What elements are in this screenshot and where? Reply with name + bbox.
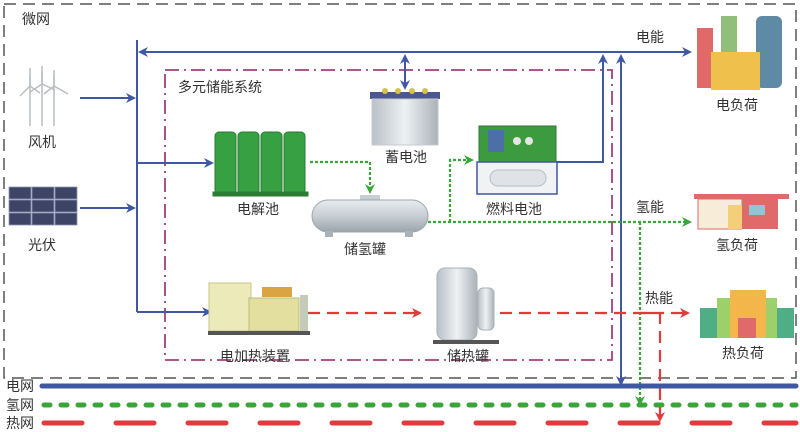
- heat-energy-label: 热能: [645, 291, 673, 307]
- h2-to-fuel-cell-line: [448, 155, 474, 222]
- electrolyzer-icon: [212, 131, 309, 197]
- hydrogen-tank-icon: [311, 195, 429, 237]
- fuel-cell-to-bus-line: [556, 54, 608, 163]
- pv-panel-icon: [8, 186, 78, 226]
- wind-turbine-icon: [19, 66, 69, 126]
- microgrid-boundary: [3, 3, 797, 379]
- pv-label: 光伏: [28, 238, 56, 254]
- heat-storage-tank-icon: [433, 267, 499, 344]
- electric-load-label: 电负荷: [716, 98, 758, 114]
- electrolyzer-label: 电解池: [237, 202, 279, 218]
- electrolyzer-to-h2tank-line: [310, 160, 375, 194]
- battery-label: 蓄电池: [385, 150, 427, 166]
- hydrogen-grid-label: 氢网: [6, 398, 34, 414]
- heat-grid-label: 热网: [6, 416, 34, 432]
- storage-system-label: 多元储能系统: [178, 79, 262, 96]
- heat-tank-label: 储热罐: [447, 349, 489, 365]
- electric-load-icon: [697, 16, 782, 90]
- hydrogen-tank-label: 储氢罐: [344, 242, 386, 258]
- fuel-cell-icon: [476, 125, 558, 195]
- battery-icon: [370, 88, 440, 146]
- power-grid-label: 电网: [6, 379, 34, 395]
- electric-energy-label: 电能: [636, 30, 664, 46]
- electric-heater-icon: [208, 282, 310, 335]
- hydrogen-load-icon: [694, 194, 789, 230]
- hydrogen-load-label: 氢负荷: [716, 238, 758, 254]
- heat-load-label: 热负荷: [722, 346, 764, 362]
- hydrogen-energy-label: 氢能: [636, 200, 664, 216]
- heat-load-icon: [700, 290, 794, 338]
- storage-system-boundary: [164, 69, 613, 361]
- microgrid-label: 微网: [22, 12, 50, 28]
- fuel-cell-label: 燃料电池: [486, 201, 542, 218]
- electric-heater-label: 电加热装置: [220, 349, 290, 365]
- heat-to-grid-line: [640, 311, 665, 422]
- wind-label: 风机: [28, 135, 56, 151]
